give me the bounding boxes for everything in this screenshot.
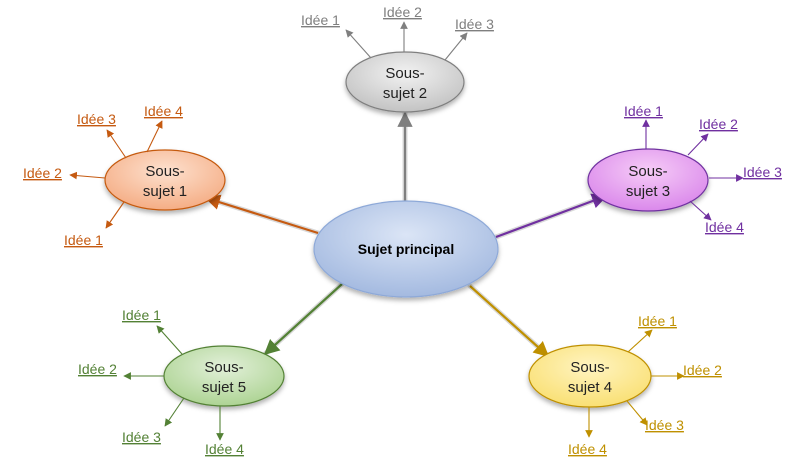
idea-arrow: [627, 329, 653, 353]
idea-arrow: [69, 171, 106, 180]
subtopic-label-line1: Sous-: [204, 359, 243, 376]
idea-arrow: [626, 400, 648, 426]
idea-link-s4-3[interactable]: Idée 3: [645, 417, 684, 433]
ideas-layer: Idée 4 Idée 3 Idée 2 Idée 1 Idée 1 Idée 2 Idée…: [23, 4, 782, 457]
idea-link-s3-2[interactable]: Idée 2: [699, 116, 738, 132]
idea-link-s2-2[interactable]: Idée 2: [383, 4, 422, 20]
subtopic-ellipse: [345, 51, 465, 113]
idea-link-s3-1[interactable]: Idée 1: [624, 103, 663, 119]
subtopic-ellipse: [587, 148, 709, 212]
idea-link-s3-4[interactable]: Idée 4: [705, 219, 744, 235]
subtopic-label-line2: sujet 1: [143, 183, 187, 200]
subtopic-label-line1: Sous-: [628, 163, 667, 180]
subtopic-label-line1: Sous-: [145, 163, 184, 180]
subtopic-label-line2: sujet 4: [568, 379, 612, 396]
subtopic-label-line1: Sous-: [570, 359, 609, 376]
idea-arrow: [105, 201, 125, 229]
idea-arrow: [687, 133, 709, 156]
idea-link-s1-4[interactable]: Idée 1: [64, 232, 103, 248]
subtopic-node-5[interactable]: Sous-sujet 5: [163, 345, 285, 407]
idea-link-s2-1[interactable]: Idée 1: [301, 12, 340, 28]
subtopic-ellipse: [163, 345, 285, 407]
idea-arrow: [444, 32, 468, 61]
idea-link-s4-4[interactable]: Idée 4: [568, 441, 607, 457]
subtopic-ellipse: [104, 149, 226, 211]
connector-center-to-s1: [204, 194, 319, 235]
idea-link-s2-3[interactable]: Idée 3: [455, 16, 494, 32]
idea-link-s1-2[interactable]: Idée 3: [77, 111, 116, 127]
subtopic-label-line2: sujet 3: [626, 183, 670, 200]
subtopic-label-line2: sujet 5: [202, 379, 246, 396]
connector-center-to-s5: [263, 283, 343, 356]
main-topic-label: Sujet principal: [358, 241, 454, 257]
subtopic-node-4[interactable]: Sous-sujet 4: [528, 344, 652, 408]
main-topic-node[interactable]: Sujet principal: [313, 200, 499, 298]
subtopic-ellipse: [528, 344, 652, 408]
idea-link-s1-3[interactable]: Idée 2: [23, 165, 62, 181]
idea-link-s4-1[interactable]: Idée 1: [638, 313, 677, 329]
connector-center-to-s3: [495, 193, 608, 239]
idea-arrow: [164, 397, 185, 427]
idea-link-s5-1[interactable]: Idée 1: [122, 307, 161, 323]
idea-link-s5-2[interactable]: Idée 2: [78, 361, 117, 377]
idea-arrow: [156, 325, 183, 355]
idea-link-s4-2[interactable]: Idée 2: [683, 362, 722, 378]
idea-link-s5-3[interactable]: Idée 3: [122, 429, 161, 445]
subtopic-node-1[interactable]: Sous-sujet 1: [104, 149, 226, 211]
main-topic-ellipse: [313, 200, 499, 298]
idea-link-s3-3[interactable]: Idée 3: [743, 164, 782, 180]
subtopic-label-line2: sujet 2: [383, 85, 427, 102]
connector-center-to-s4: [469, 285, 550, 358]
idea-arrow: [106, 129, 127, 159]
idea-arrow: [146, 120, 163, 153]
subtopic-node-2[interactable]: Sous-sujet 2: [345, 51, 465, 113]
idea-arrow: [345, 29, 372, 59]
idea-arrow: [689, 200, 712, 221]
edges-layer: [203, 110, 609, 359]
subtopic-label-line1: Sous-: [385, 65, 424, 82]
idea-link-s5-4[interactable]: Idée 4: [205, 441, 244, 457]
idea-link-s1-1[interactable]: Idée 4: [144, 103, 183, 119]
subtopic-node-3[interactable]: Sous-sujet 3: [587, 148, 709, 212]
